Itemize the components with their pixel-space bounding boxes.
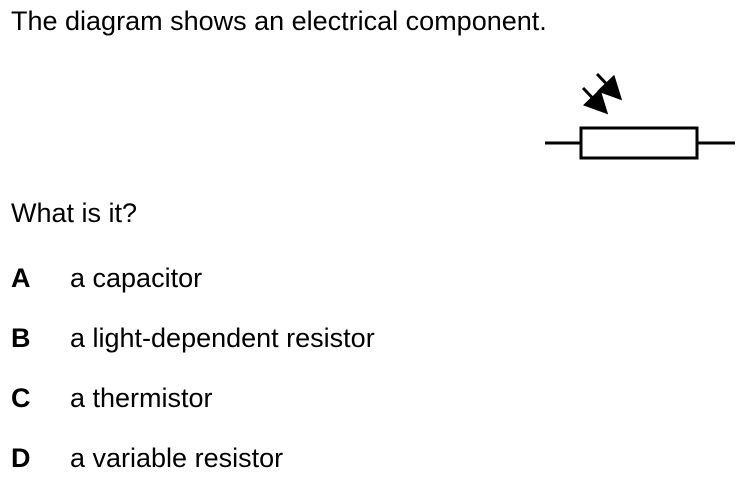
option-d[interactable]: D a variable resistor	[0, 441, 742, 481]
question-stem: The diagram shows an electrical componen…	[11, 6, 547, 36]
resistor-body	[579, 126, 699, 160]
light-arrow-1	[595, 72, 623, 101]
option-letter: B	[11, 323, 31, 353]
ldr-symbol-icon	[545, 72, 735, 160]
light-arrow-2	[581, 86, 609, 115]
option-text: a light-dependent resistor	[70, 323, 375, 353]
option-letter: D	[11, 443, 31, 473]
option-a[interactable]: A a capacitor	[0, 261, 742, 301]
option-c[interactable]: C a thermistor	[0, 381, 742, 421]
component-diagram	[540, 70, 740, 170]
option-letter: A	[11, 263, 31, 293]
option-text: a thermistor	[70, 383, 213, 413]
option-letter: C	[11, 383, 31, 413]
question-prompt: What is it?	[11, 198, 138, 228]
option-b[interactable]: B a light-dependent resistor	[0, 321, 742, 361]
option-text: a variable resistor	[70, 443, 284, 473]
option-text: a capacitor	[70, 263, 203, 293]
